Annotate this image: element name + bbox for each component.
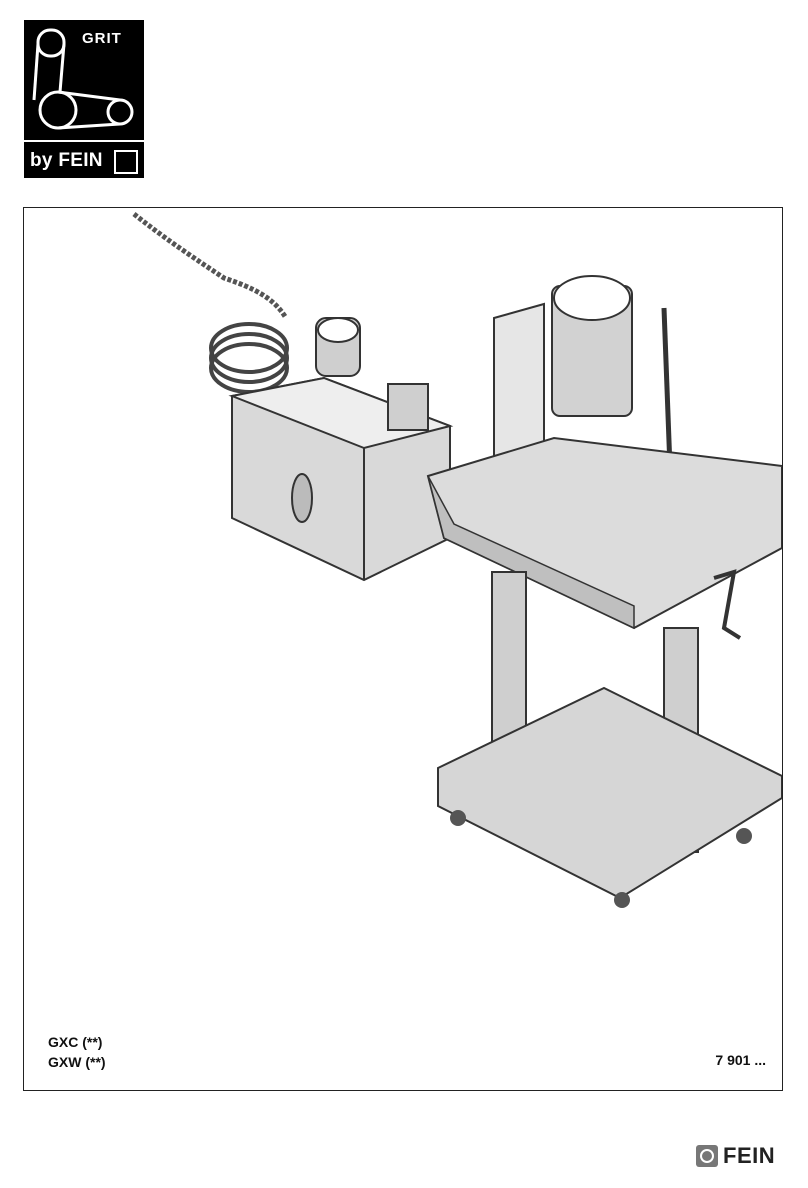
guard-plate bbox=[494, 304, 544, 458]
coolant-hose bbox=[134, 214, 286, 318]
fein-footer-logo: FEIN bbox=[696, 1143, 775, 1169]
logo-brand-line: by FEIN bbox=[30, 150, 103, 172]
model-gxc: GXC (**) bbox=[48, 1032, 106, 1052]
caster-wheel bbox=[450, 810, 466, 826]
grinder-machine bbox=[428, 276, 782, 908]
fein-badge-icon bbox=[114, 150, 138, 174]
logo-product-name: GRIT bbox=[82, 30, 122, 47]
fein-emblem-icon bbox=[696, 1145, 718, 1167]
part-number: 7 901 ... bbox=[715, 1052, 766, 1068]
grit-logo: GRIT by FEIN bbox=[24, 20, 144, 178]
fein-wordmark: FEIN bbox=[723, 1143, 775, 1169]
model-list: GXC (**) GXW (**) bbox=[48, 1032, 106, 1072]
model-gxw: GXW (**) bbox=[48, 1052, 106, 1072]
caster-wheel bbox=[614, 892, 630, 908]
hose-coil bbox=[211, 324, 287, 392]
machine-illustration bbox=[24, 208, 782, 1090]
lever bbox=[664, 308, 670, 468]
switch-box bbox=[388, 384, 428, 430]
base-plate bbox=[438, 688, 782, 898]
logo-divider bbox=[24, 140, 144, 142]
caster-wheel bbox=[736, 828, 752, 844]
power-plug bbox=[292, 474, 312, 522]
